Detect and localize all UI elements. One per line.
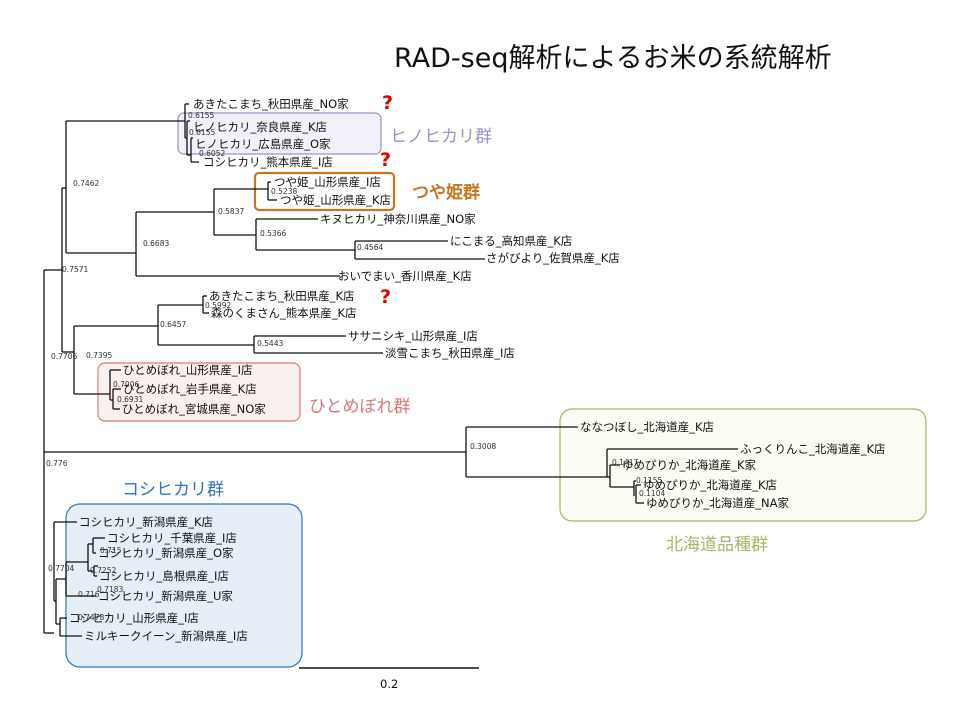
taxon-label: コシヒカリ_千葉県産_I店 xyxy=(107,531,237,545)
bootstrap-value: 0.716 xyxy=(78,590,100,599)
group-label-hitomebore: ひとめぼれ群 xyxy=(309,397,411,417)
bootstrap-value: 0.7252 xyxy=(90,566,116,575)
bootstrap-value: 0.6155 xyxy=(189,128,215,137)
question-mark: ? xyxy=(380,286,391,308)
bootstrap-value: 0.6683 xyxy=(143,239,169,248)
taxon-label: コシヒカリ_熊本県産_I店 xyxy=(203,155,333,169)
bootstrap-value: 0.7706 xyxy=(51,352,77,361)
bootstrap-value: 0.1155 xyxy=(636,476,662,485)
taxon-label: ミルキークイーン_新潟県産_I店 xyxy=(84,629,248,643)
taxon-label: ななつぼし_北海道産_K店 xyxy=(580,420,714,434)
bootstrap-value: 0.6457 xyxy=(160,320,186,329)
scale-bar-label: 0.2 xyxy=(380,677,398,691)
bootstrap-value: 0.776 xyxy=(46,459,68,468)
bootstrap-value: 0.7006 xyxy=(113,380,139,389)
taxon-label: コシヒカリ_島根県産_I店 xyxy=(99,569,229,583)
bootstrap-value: 0.7571 xyxy=(62,265,88,274)
bootstrap-value: 0.5238 xyxy=(271,187,297,196)
taxon-label: あきたこまち_秋田県産_K店 xyxy=(209,289,355,303)
bootstrap-value: 0.5837 xyxy=(218,207,244,216)
taxon-label: あきたこまち_秋田県産_NO家 xyxy=(193,97,349,111)
bootstrap-value: 0.4564 xyxy=(357,243,383,252)
bootstrap-value: 0.7395 xyxy=(86,351,112,360)
taxon-label: ゆめぴりか_北海道産_NA家 xyxy=(646,496,789,510)
taxon-label: ゆめぴりか_北海道産_K店 xyxy=(643,478,777,492)
bootstrap-value: 0.715 xyxy=(100,546,122,555)
taxon-label: ササニシキ_山形県産_I店 xyxy=(348,329,478,343)
taxon-label: コシヒカリ_新潟県産_U家 xyxy=(98,589,233,603)
bootstrap-value: 0.7462 xyxy=(73,179,99,188)
bootstrap-value: 0.7478 xyxy=(78,613,104,622)
taxon-label: コシヒカリ_山形県産_I店 xyxy=(69,611,199,625)
group-label-hokkaido: 北海道品種群 xyxy=(666,535,768,555)
taxon-label: さがびより_佐賀県産_K店 xyxy=(486,251,620,265)
taxon-label: 淡雪こまち_秋田県産_I店 xyxy=(385,346,515,360)
taxon-label: ふっくりんこ_北海道産_K店 xyxy=(740,442,886,456)
bootstrap-value: 0.6052 xyxy=(199,149,225,158)
question-mark: ? xyxy=(382,92,393,114)
bootstrap-value: 0.1104 xyxy=(639,489,665,498)
bootstrap-value: 0.5366 xyxy=(260,229,286,238)
tree-branches xyxy=(43,103,738,637)
bootstrap-value: 0.3008 xyxy=(470,442,496,451)
group-label-koshihikari: コシヒカリ群 xyxy=(122,480,224,500)
taxon-label: 森のくまさん_熊本県産_K店 xyxy=(211,306,357,320)
page-title: RAD-seq解析によるお米の系統解析 xyxy=(394,43,832,74)
taxon-label: キヌヒカリ_神奈川県産_NO家 xyxy=(320,212,476,226)
taxon-label: おいでまい_香川県産_K店 xyxy=(338,269,472,283)
taxon-label: ひとめぼれ_宮城県産_NO家 xyxy=(122,402,266,416)
bootstrap-value: 0.7183 xyxy=(97,585,123,594)
bootstrap-value: 0.6931 xyxy=(117,395,143,404)
taxon-label: コシヒカリ_新潟県産_K店 xyxy=(79,515,213,529)
bootstrap-value: 0.5992 xyxy=(205,301,231,310)
taxon-label: ヒノヒカリ_広島県産_O家 xyxy=(195,137,331,151)
tsuyahime-group-box xyxy=(253,171,396,212)
taxon-label: つや姫_山形県産_K店 xyxy=(280,193,391,207)
bootstrap-value: 0.1417 xyxy=(612,458,638,467)
bootstrap-value: 0.6155 xyxy=(188,111,214,120)
taxon-label: ヒノヒカリ_奈良県産_K店 xyxy=(193,120,327,134)
group-label-tsuyahime: つや姫群 xyxy=(412,182,480,203)
taxon-label: ひとめぼれ_岩手県産_K店 xyxy=(123,382,257,396)
hinohikari-group-box xyxy=(177,112,382,155)
taxon-label: つや姫_山形県産_I店 xyxy=(274,175,381,189)
taxon-label: ゆめぴりか_北海道産_K家 xyxy=(622,458,757,472)
hitomebore-group-box xyxy=(97,362,301,422)
bootstrap-value: 0.5443 xyxy=(257,339,283,348)
hokkaido-group-box xyxy=(559,408,927,522)
taxon-label: コシヒカリ_新潟県産_O家 xyxy=(98,546,234,560)
group-label-hinohikari: ヒノヒカリ群 xyxy=(390,127,492,147)
taxon-label: にこまる_高知県産_K店 xyxy=(450,234,572,248)
taxon-label: ひとめぼれ_山形県産_I店 xyxy=(123,363,253,377)
bootstrap-value: 0.7704 xyxy=(48,564,74,573)
question-mark: ? xyxy=(380,149,391,171)
